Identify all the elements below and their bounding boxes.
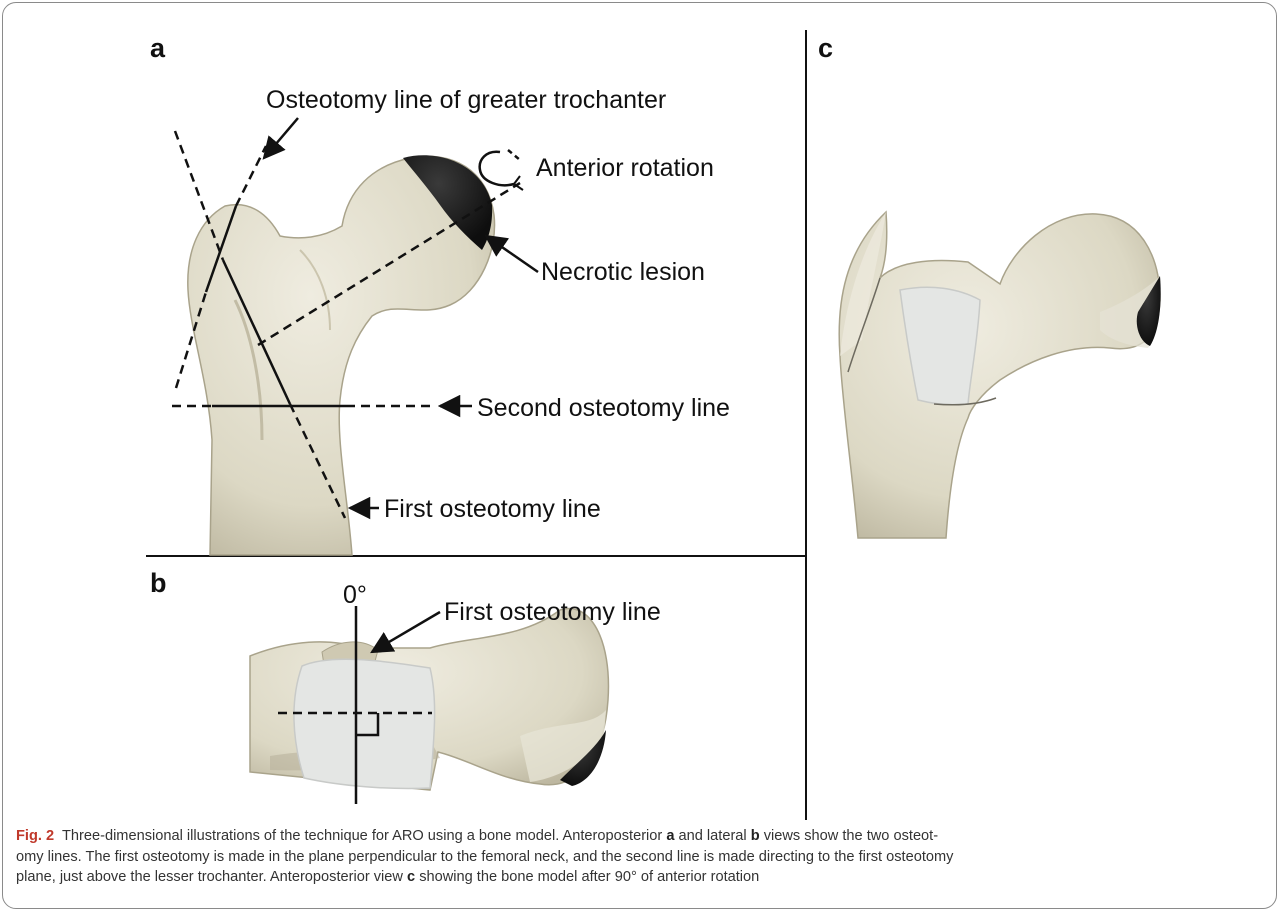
caption-line-2: omy lines. The first osteotomy is made i…	[16, 847, 1268, 868]
caption-line-3: plane, just above the lesser trochanter.…	[16, 867, 1268, 888]
label-first-osteotomy-line-b: First osteotomy line	[444, 598, 661, 626]
figure-caption: Fig. 2 Three-dimensional illustrations o…	[16, 826, 1268, 888]
femur-after-rotation	[839, 212, 1161, 538]
femur-lateral-view	[250, 608, 608, 790]
label-anterior-rotation: Anterior rotation	[536, 154, 714, 182]
caption-text-1b: and lateral	[674, 828, 750, 844]
panel-letter-b: b	[150, 568, 167, 598]
label-second-osteotomy-line: Second osteotomy line	[477, 394, 730, 422]
caption-text-1a: Three-dimensional illustrations of the t…	[62, 828, 666, 844]
label-zero-degree: 0°	[343, 581, 367, 609]
caption-text-3a: plane, just above the lesser trochanter.…	[16, 869, 407, 885]
caption-text-1c: views show the two osteot-	[760, 828, 938, 844]
label-first-osteotomy-line-a: First osteotomy line	[384, 495, 601, 523]
panel-letter-c: c	[818, 33, 833, 63]
caption-text-3b: showing the bone model after 90° of ante…	[415, 869, 759, 885]
cut-surface	[294, 659, 435, 788]
panel-letter-a: a	[150, 33, 166, 63]
caption-ref-c: c	[407, 869, 415, 885]
caption-ref-b: b	[751, 828, 760, 844]
label-necrotic-lesion: Necrotic lesion	[541, 258, 705, 286]
figure-label: Fig. 2	[16, 828, 54, 844]
label-greater-trochanter-osteotomy: Osteotomy line of greater trochanter	[266, 86, 666, 114]
caption-line-1: Fig. 2 Three-dimensional illustrations o…	[16, 826, 1268, 847]
